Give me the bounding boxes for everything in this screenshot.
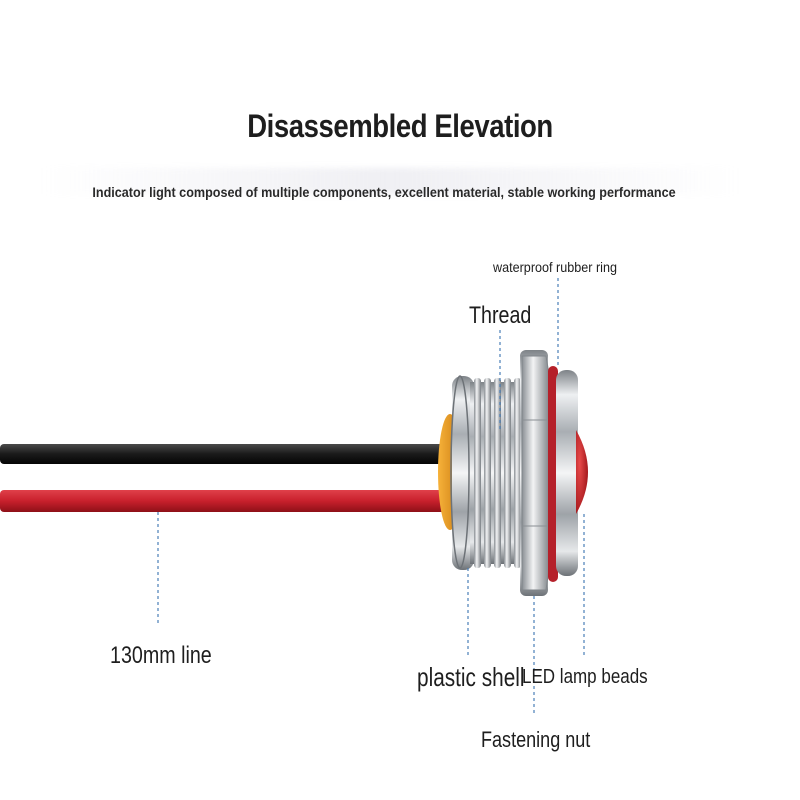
black-wire: [0, 444, 452, 464]
subtitle-backdrop: [40, 168, 740, 194]
page-subtitle: Indicator light composed of multiple com…: [92, 184, 676, 200]
label-line: 130mm line: [110, 642, 212, 669]
leader-lines: [157, 278, 585, 716]
thread-ridges: [470, 378, 522, 568]
label-plastic-shell: plastic shell: [417, 662, 525, 692]
rubber-ring-shape: [548, 366, 558, 582]
fastening-nut-shape: [520, 350, 551, 596]
label-rubber-ring: waterproof rubber ring: [493, 259, 617, 275]
label-fastening-nut: Fastening nut: [481, 727, 591, 752]
label-thread: Thread: [469, 302, 532, 329]
shell-edge: [450, 375, 470, 569]
front-bezel: [556, 370, 578, 576]
label-led: LED lamp beads: [522, 666, 648, 688]
led-dome: [576, 430, 588, 514]
page-title: Disassembled Elevation: [247, 108, 553, 144]
red-wire: [0, 490, 452, 512]
